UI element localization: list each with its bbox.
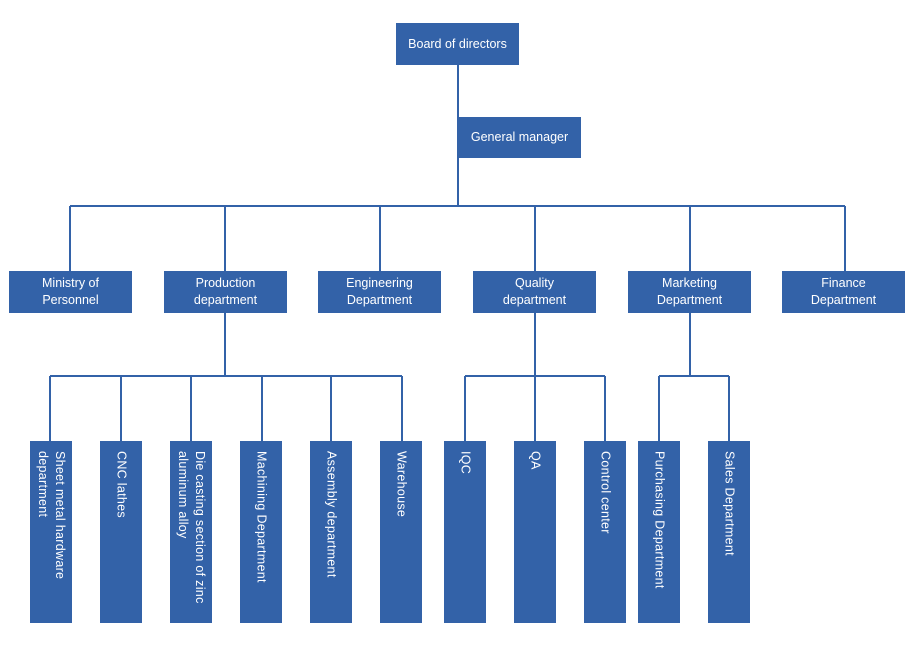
node-label: Marketing Department: [656, 276, 723, 307]
node-iqc: IQC: [444, 441, 486, 623]
node-label: Control center: [598, 451, 613, 534]
node-finance-department: Finance Department: [782, 271, 905, 313]
node-label: Quality department: [502, 276, 567, 307]
node-label: Assembly department: [324, 451, 339, 578]
node-marketing-department: Marketing Department: [628, 271, 751, 313]
node-sales-department: Sales Department: [708, 441, 750, 623]
node-label: Die casting section of zinc aluminum all…: [176, 451, 207, 604]
node-label: Sales Department: [722, 451, 737, 556]
node-label: Purchasing Department: [652, 451, 667, 589]
node-sheet-metal-hardware: Sheet metal hardware department: [30, 441, 72, 623]
node-label: Board of directors: [408, 36, 507, 51]
node-purchasing-department: Purchasing Department: [638, 441, 680, 623]
node-label: Production department: [193, 276, 258, 307]
node-label: QA: [528, 451, 543, 470]
node-assembly-department: Assembly department: [310, 441, 352, 623]
node-label: Sheet metal hardware department: [36, 451, 67, 580]
node-machining-department: Machining Department: [240, 441, 282, 623]
node-label: General manager: [470, 130, 569, 144]
node-ministry-of-personnel: Ministry of Personnel: [9, 271, 132, 313]
node-label: CNC lathes: [114, 451, 129, 518]
node-engineering-department: Engineering Department: [318, 271, 441, 313]
node-general-manager: General manager: [458, 117, 581, 158]
node-qa: QA: [514, 441, 556, 623]
node-board-of-directors: Board of directors: [396, 23, 519, 65]
node-quality-department: Quality department: [473, 271, 596, 313]
node-die-casting: Die casting section of zinc aluminum all…: [170, 441, 212, 623]
node-production-department: Production department: [164, 271, 287, 313]
node-label: Engineering Department: [346, 276, 413, 307]
node-control-center: Control center: [584, 441, 626, 623]
node-label: IQC: [458, 451, 473, 475]
node-warehouse: Warehouse: [380, 441, 422, 623]
node-label: Ministry of Personnel: [42, 276, 99, 307]
node-label: Warehouse: [394, 451, 409, 518]
node-label: Finance Department: [810, 276, 877, 307]
node-label: Machining Department: [254, 451, 269, 583]
node-cnc-lathes: CNC lathes: [100, 441, 142, 623]
